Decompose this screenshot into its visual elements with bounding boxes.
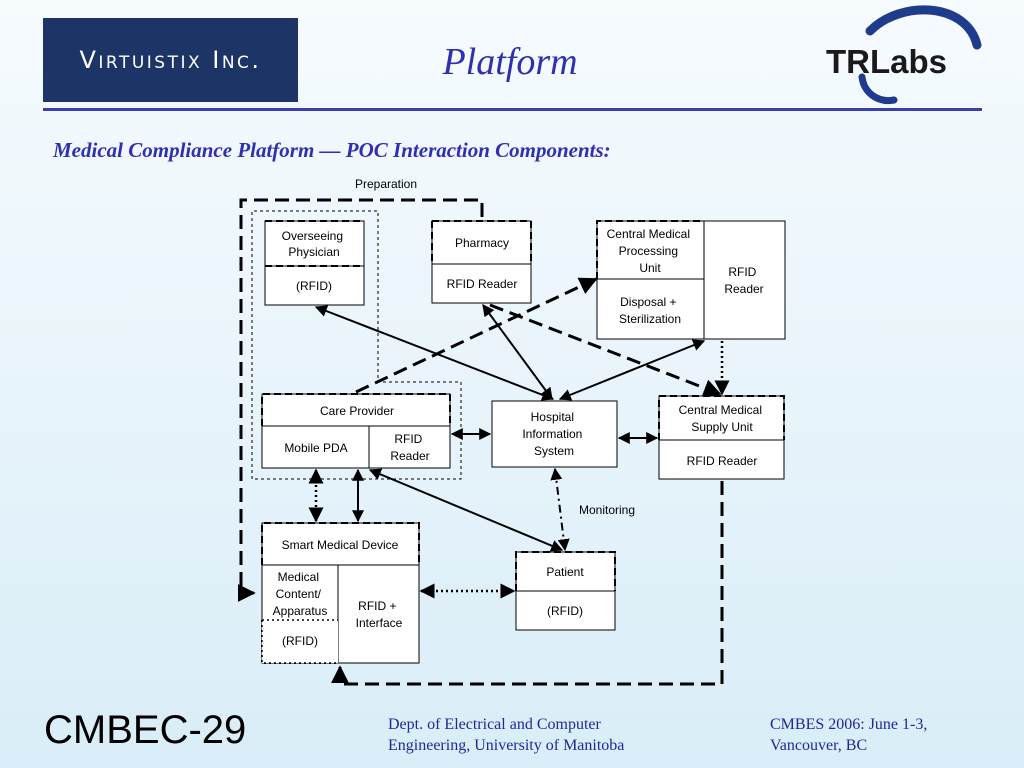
footer-conference-line-2: Vancouver, BC <box>770 737 868 754</box>
slide-subtitle: Medical Compliance Platform — POC Intera… <box>53 138 611 162</box>
connections <box>308 277 730 686</box>
his-node: Hospital Information System <box>491 400 618 468</box>
smart-device-rfid: (RFID) <box>282 634 318 648</box>
pharmacy-rfid: RFID Reader <box>447 277 518 291</box>
smart-device-interface-2: Interface <box>356 616 403 630</box>
processing-unit-label-3: Unit <box>639 261 661 275</box>
supply-unit-node: Central Medical Supply Unit RFID Reader <box>658 395 785 480</box>
supply-unit-label: Central Medical Supply Unit <box>679 403 766 434</box>
physician-label: Overseeing Physician <box>282 229 347 259</box>
processing-unit-sub-1: Disposal + <box>620 295 676 309</box>
virtuistix-logo-text: Virtuistix Inc. <box>79 46 262 74</box>
footer-department-line-1: Dept. of Electrical and Computer <box>388 716 601 733</box>
processing-unit-reader: RFID Reader <box>724 265 763 296</box>
care-provider-reader-2: Reader <box>390 449 429 463</box>
processing-unit-label-1: Central Medical <box>607 227 690 241</box>
preparation-label: Preparation <box>355 177 417 191</box>
monitoring-label: Monitoring <box>579 503 635 517</box>
processing-unit-sub: Disposal + Sterilization <box>619 295 681 326</box>
smart-device-content: Medical Content/ Apparatus <box>273 570 328 618</box>
pharmacy-label: Pharmacy <box>455 236 509 250</box>
patient-rfid: (RFID) <box>547 604 583 618</box>
processing-unit-reader-2: Reader <box>724 282 763 296</box>
mobile-pda-label: Mobile PDA <box>284 441 347 455</box>
link-his-patient-monitoring <box>550 467 570 552</box>
physician-label-1: Overseeing <box>282 229 343 243</box>
smart-device-interface: RFID + Interface <box>356 599 403 630</box>
supply-unit-label-1: Central Medical <box>679 403 762 417</box>
trlabs-logo: TRLabs <box>826 5 982 105</box>
link-careprovider-patient <box>368 468 564 552</box>
link-supply-device-dashed <box>331 481 724 686</box>
his-label-2: Information <box>522 427 582 441</box>
smart-device-interface-1: RFID + <box>358 599 396 613</box>
his-label: Hospital Information System <box>522 410 585 458</box>
pharmacy-node: Pharmacy RFID Reader <box>431 220 532 304</box>
care-provider-reader-1: RFID <box>394 432 422 446</box>
processing-unit-node: Central Medical Processing Unit Disposal… <box>596 220 786 340</box>
supply-unit-rfid: RFID Reader <box>687 454 758 468</box>
footer-conference: CMBES 2006: June 1-3, Vancouver, BC <box>770 714 1010 756</box>
processing-unit-label: Central Medical Processing Unit <box>607 227 694 275</box>
supply-unit-label-2: Supply Unit <box>691 420 753 434</box>
smart-device-content-1: Medical <box>278 570 319 584</box>
his-label-1: Hospital <box>531 410 574 424</box>
footer-conference-line-1: CMBES 2006: June 1-3, <box>770 716 928 733</box>
processing-unit-sub-2: Sterilization <box>619 312 681 326</box>
footer-conference-id: CMBEC-29 <box>44 708 247 752</box>
care-provider-label: Care Provider <box>320 404 394 418</box>
processing-unit-reader-1: RFID <box>728 265 756 279</box>
virtuistix-logo: Virtuistix Inc. <box>43 18 298 102</box>
slide-title: Platform <box>442 41 578 83</box>
link-processing-his <box>558 339 706 401</box>
patient-node: Patient (RFID) <box>515 551 616 631</box>
smart-device-node: Smart Medical Device Medical Content/ Ap… <box>261 522 420 664</box>
his-label-3: System <box>534 444 574 458</box>
footer-department-line-2: Engineering, University of Manitoba <box>388 737 625 754</box>
link-careprovider-processing-dashed <box>355 277 598 394</box>
title-underline <box>43 108 982 111</box>
physician-rfid: (RFID) <box>296 279 332 293</box>
processing-unit-label-2: Processing <box>619 244 678 258</box>
smart-device-label: Smart Medical Device <box>282 538 399 552</box>
patient-label: Patient <box>546 565 584 579</box>
physician-node: Overseeing Physician (RFID) <box>264 220 365 306</box>
care-provider-reader: RFID Reader <box>390 432 429 463</box>
trlabs-logo-text: TRLabs <box>826 43 947 80</box>
smart-device-content-2: Content/ <box>276 587 322 601</box>
link-pharmacy-his <box>482 304 553 400</box>
smart-device-content-3: Apparatus <box>273 604 328 618</box>
footer-department: Dept. of Electrical and Computer Enginee… <box>388 714 718 756</box>
care-provider-node: Care Provider Mobile PDA RFID Reader <box>261 393 451 469</box>
physician-label-2: Physician <box>288 245 339 259</box>
